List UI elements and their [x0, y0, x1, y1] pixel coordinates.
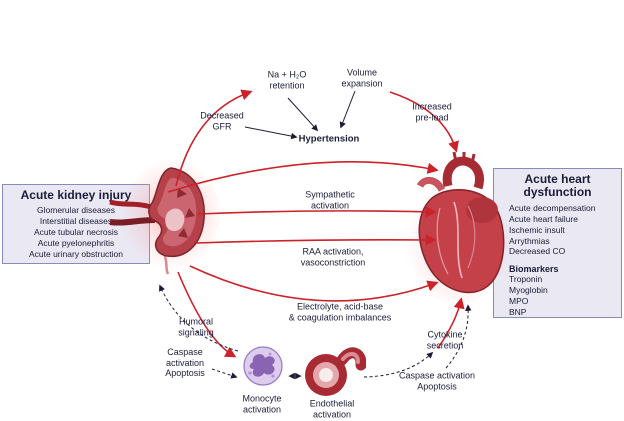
- heart-box-title: Acute heart dysfunction: [523, 172, 592, 200]
- arrow-sympathetic-activation: [197, 206, 437, 218]
- endothelium-illustration: [305, 347, 366, 396]
- coronary-vessel: [467, 205, 476, 269]
- arrow-raa-activation: [195, 234, 437, 246]
- biomarker-item: MPO: [509, 296, 529, 306]
- heart-box-item: Decreased CO: [509, 246, 566, 257]
- biomarker-item: BNP: [509, 306, 527, 317]
- label-na-h2o-retention: Na + H₂O retention: [267, 69, 307, 90]
- label-hypertension: Hypertension: [298, 133, 360, 145]
- label-raa-activation: RAA activation, vasoconstriction: [300, 246, 366, 267]
- ureter: [162, 253, 170, 275]
- heart-box: Acute heart dysfunction Acute decompensa…: [493, 168, 622, 318]
- vessel-tube: [336, 347, 366, 371]
- arrow-kidney-to-na-retention: [175, 89, 253, 187]
- arrow-gfr-to-hypertension: [244, 126, 298, 140]
- kidney-box: Acute kidney injury Glomerular diseases …: [2, 184, 150, 264]
- label-humoral-signaling: Humoral signaling: [178, 316, 214, 337]
- kidney-box-item: Acute urinary obstruction: [28, 248, 124, 259]
- label-increased-preload: Increased pre-load: [412, 101, 452, 122]
- arrow-caspase-left-to-monocyte-dashed: [211, 368, 238, 379]
- arrow-volume-to-hypertension: [339, 90, 356, 129]
- arrow-kidney-to-monocyte: [177, 271, 237, 358]
- kidney-box-item: Interstitial diseases: [39, 216, 113, 227]
- pulmonary-artery: [416, 177, 446, 192]
- label-endothelial-activation: Endothelial activation: [309, 398, 355, 419]
- heart-box-item: Acute decompensation: [509, 202, 596, 213]
- biomarker-item: Myoglobin: [509, 285, 548, 296]
- monocyte-illustration: [243, 346, 283, 386]
- label-decreased-gfr: Decreased GFR: [200, 110, 244, 131]
- coronary-vessel: [453, 201, 463, 279]
- heart-box-item: Ischemic insult: [509, 224, 565, 235]
- heart-box-item: Arrythmias: [509, 235, 550, 246]
- kidney-box-title: Acute kidney injury: [20, 188, 132, 202]
- label-caspase-apoptosis-right: Caspase activation Apoptosis: [398, 370, 476, 391]
- label-monocyte-activation: Monocyte activation: [242, 393, 282, 414]
- label-volume-expansion: Volume expansion: [341, 67, 383, 88]
- label-caspase-apoptosis-left: Caspase activation Apoptosis: [165, 347, 205, 379]
- arrow-electrolyte-imbalances: [189, 265, 439, 302]
- renal-pyramids: [177, 188, 195, 238]
- label-electrolyte-imbalances: Electrolyte, acid-base & coagulation imb…: [288, 301, 392, 322]
- label-sympathetic-activation: Sympathetic activation: [305, 189, 355, 210]
- renal-pelvis: [165, 208, 185, 232]
- granule: [271, 374, 275, 378]
- arrow-na-to-hypertension: [287, 97, 319, 132]
- label-cytokine-secretion: Cytokine secretion: [426, 329, 464, 350]
- aorta-branches: [452, 151, 476, 165]
- kidney-cortex: [157, 177, 197, 247]
- biomarker-item: Troponin: [509, 274, 543, 285]
- monocyte-nucleus: [249, 354, 275, 377]
- granule: [248, 371, 252, 375]
- granule: [268, 352, 272, 356]
- monocyte-cell: [243, 346, 283, 386]
- vessel-intima: [313, 362, 339, 388]
- heart-box-item: Acute heart failure: [509, 213, 578, 224]
- kidney-box-item: Acute tubular necrosis: [33, 227, 119, 238]
- biomarkers-title: Biomarkers: [509, 264, 559, 275]
- kidney-box-item: Acute pyelonephritis: [37, 238, 115, 249]
- kidney-box-item: Glomerular diseases: [37, 205, 115, 216]
- kidney-body: [148, 167, 206, 258]
- coronary-vessel: [436, 207, 449, 275]
- arrow-kidney-to-heart-hypertension: [167, 160, 439, 193]
- vessel-lumen: [319, 368, 333, 382]
- vessel-wall: [305, 354, 347, 396]
- vessel-tube-lumen: [341, 352, 360, 364]
- aorta: [442, 156, 485, 190]
- heart-body: [418, 189, 505, 294]
